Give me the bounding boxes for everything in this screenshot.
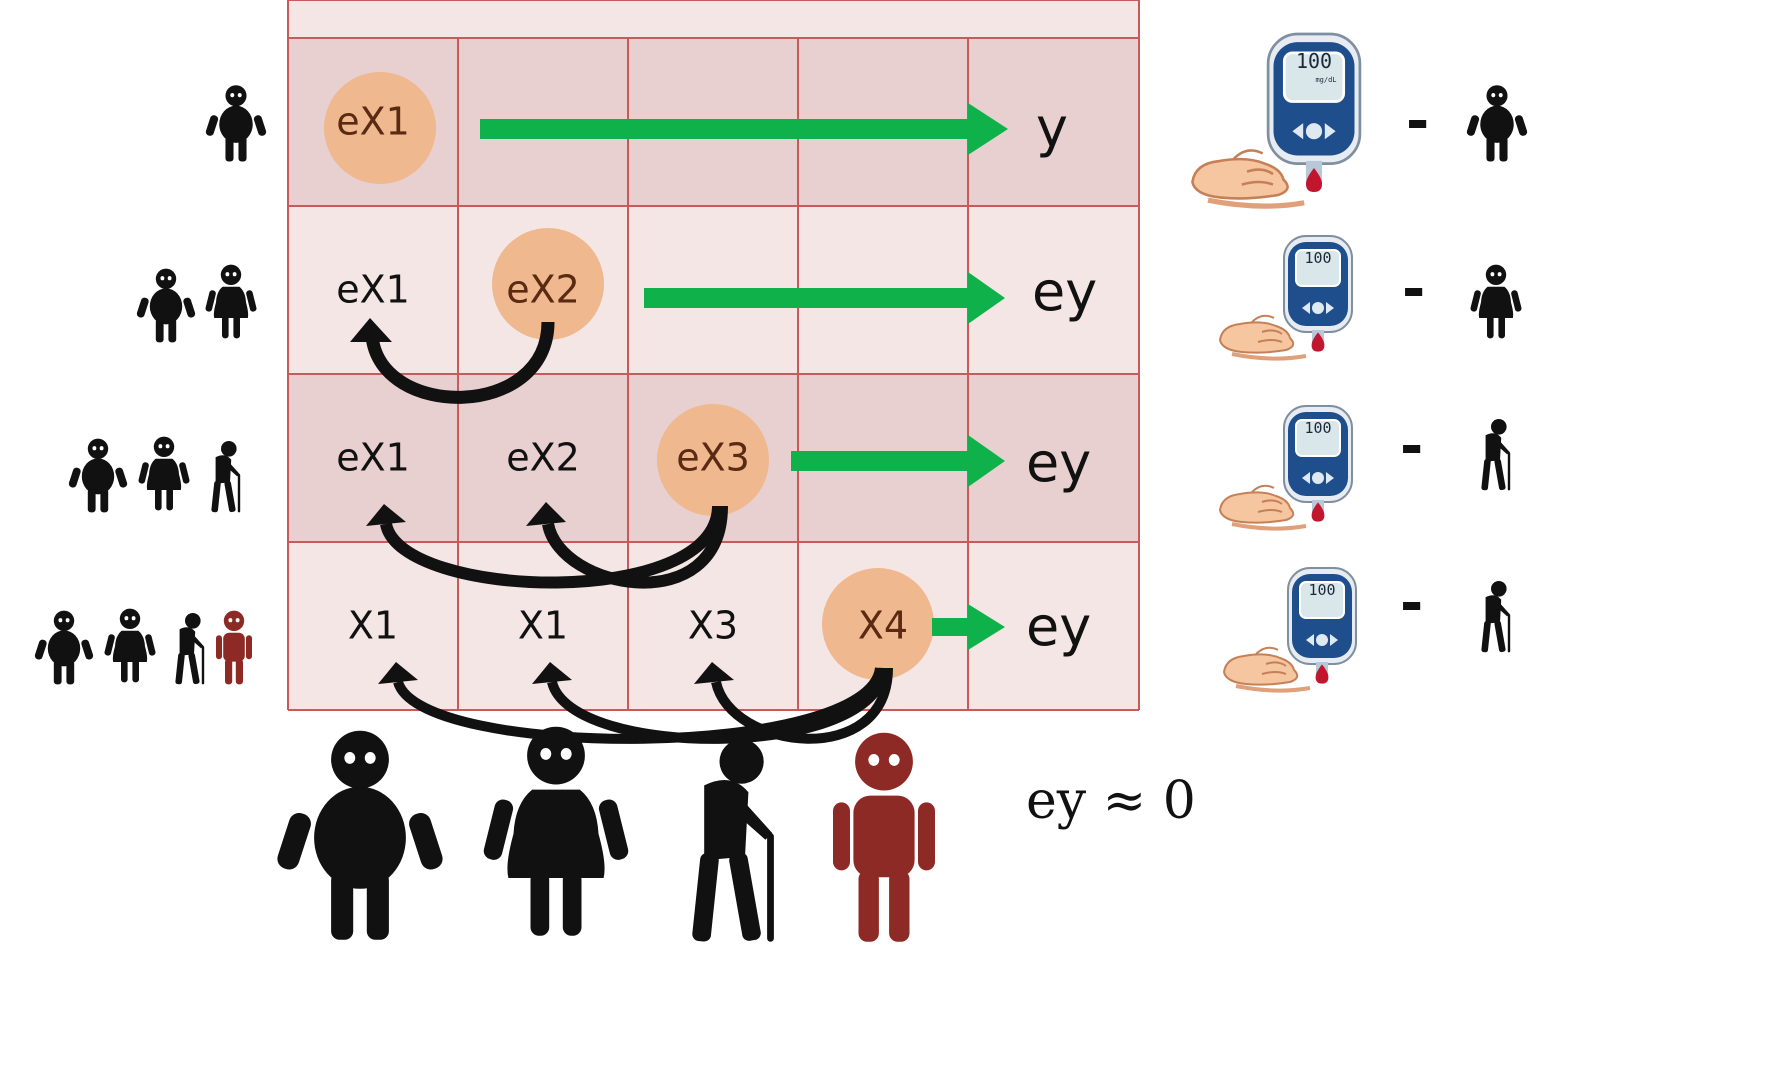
left-person-groups: [33, 85, 268, 685]
highlight-circle-row2: [492, 228, 604, 340]
grid-top-strip: [287, 0, 1140, 39]
red-person-icon: [216, 610, 252, 685]
red-person-icon: [833, 732, 935, 942]
meter-row2: 100 -: [1218, 235, 1523, 361]
cell-r4-c1: X1: [348, 604, 398, 648]
curve-row4-to-col3: [711, 667, 893, 744]
row2-people: [135, 264, 258, 343]
elderly-with-cane-icon: [175, 613, 205, 685]
cell-r3-c1: eX1: [336, 436, 410, 480]
output-row2: ey: [1032, 260, 1097, 323]
curve-row4-to-col1: [393, 666, 885, 744]
meter-reading-row4: 100: [1308, 581, 1335, 599]
adult-female-icon: [137, 436, 191, 511]
adult-male-icon: [1465, 85, 1529, 162]
minus-row3: -: [1400, 414, 1423, 479]
curve-row2-to-col1: [365, 321, 555, 404]
green-arrow-row4: [932, 604, 1005, 650]
green-arrows: [480, 103, 1008, 650]
row3-people: [67, 436, 241, 513]
adult-female-icon: [204, 264, 258, 339]
curve-row3-to-col1: [380, 505, 724, 589]
cell-labels: eX1 eX1 eX2 eX1 eX2 eX3 X1 X1 X3 X4: [336, 100, 908, 648]
cell-r2-c2: eX2: [506, 268, 580, 312]
curve-row4-to-col2: [547, 667, 889, 744]
curve-row3-col1-head: [366, 504, 406, 526]
adult-female-icon: [481, 726, 631, 936]
cell-r4-c4: X4: [858, 604, 908, 648]
output-labels: y ey ey ey: [1026, 96, 1097, 658]
output-row1: y: [1036, 96, 1068, 159]
bottom-people: [274, 726, 935, 943]
right-panel: 100 mg/dL - 100 - 100 - 100: [1192, 32, 1529, 693]
adult-male-icon: [135, 268, 197, 343]
minus-row2: -: [1402, 257, 1425, 322]
meter-row1: 100 mg/dL -: [1192, 32, 1529, 206]
adult-male-icon: [67, 438, 129, 513]
curve-row3-to-col2: [542, 505, 728, 589]
adult-male-icon: [274, 730, 446, 940]
curve-row4-col3-head: [694, 662, 734, 684]
adult-female-icon: [103, 608, 157, 683]
adult-female-icon: [1469, 264, 1523, 339]
black-curved-arrows: [350, 318, 893, 744]
curve-row3-col2-head: [526, 502, 566, 526]
highlight-circle-row3: [657, 404, 769, 516]
cell-r4-c2: X1: [518, 604, 568, 648]
output-row3: ey: [1026, 431, 1091, 494]
curve-row4-col2-head: [532, 662, 572, 684]
elderly-with-cane-icon: [691, 739, 774, 943]
meter-row4: 100 -: [1222, 567, 1511, 693]
final-equation: ey ≈ 0: [1026, 771, 1196, 831]
elderly-with-cane-icon: [1481, 419, 1511, 491]
green-arrow-row2: [644, 272, 1005, 324]
output-row4: ey: [1026, 595, 1091, 658]
highlight-circles: [324, 72, 934, 680]
minus-row1: -: [1406, 89, 1429, 154]
curve-row4-col1-head: [378, 662, 418, 684]
meter-reading-row3: 100: [1304, 419, 1331, 437]
cell-r1-c1: eX1: [336, 100, 410, 144]
minus-row4: -: [1400, 571, 1423, 636]
elderly-with-cane-icon: [211, 441, 241, 513]
meter-reading-row2: 100: [1304, 249, 1331, 267]
adult-male-icon: [204, 85, 268, 162]
meter-unit-row1: mg/dL: [1315, 76, 1336, 84]
elderly-with-cane-icon: [1481, 581, 1511, 653]
cell-r2-c1: eX1: [336, 268, 410, 312]
curve-row2-head: [350, 318, 392, 342]
cell-r3-c3: eX3: [676, 436, 750, 480]
adult-male-icon: [33, 610, 95, 685]
row1-people: [204, 85, 268, 162]
green-arrow-row1: [480, 103, 1008, 155]
meter-reading-row1: 100: [1296, 49, 1332, 73]
cell-r3-c2: eX2: [506, 436, 580, 480]
meter-row3: 100 -: [1218, 405, 1511, 531]
cell-r4-c3: X3: [688, 604, 738, 648]
green-arrow-row3: [791, 435, 1005, 487]
row4-people: [33, 608, 252, 685]
highlight-circle-row1: [324, 72, 436, 184]
highlight-circle-row4: [822, 568, 934, 680]
